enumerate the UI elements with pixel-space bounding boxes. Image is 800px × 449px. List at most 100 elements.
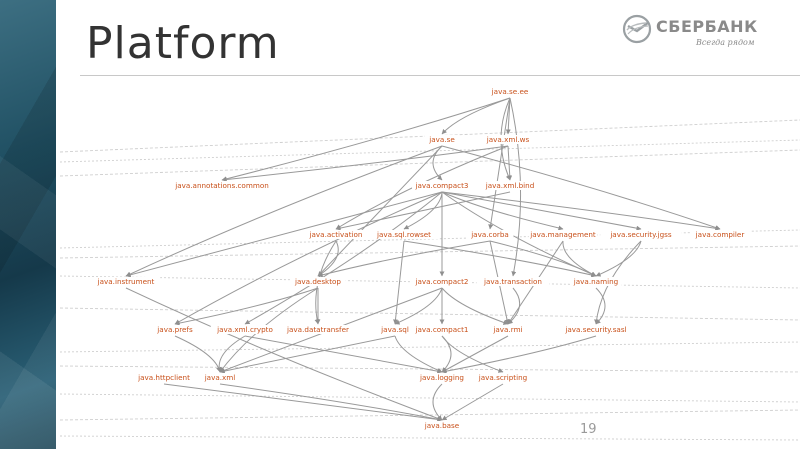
module-node-background <box>170 181 274 190</box>
module-node-background <box>528 230 598 239</box>
dependency-edge <box>219 335 396 374</box>
dependency-edge <box>125 145 443 277</box>
dependency-edge <box>441 191 564 231</box>
module-node-background <box>486 87 534 96</box>
dependency-edge <box>488 97 511 230</box>
module-node-java-xml: java.xml <box>204 373 236 382</box>
module-node-java-annotations-common: java.annotations.common <box>174 181 269 190</box>
dependency-edge <box>216 335 246 373</box>
module-node-java-compact1: java.compact1 <box>414 325 468 334</box>
module-node-java-corba: java.corba <box>470 230 509 239</box>
module-node-java-compact3: java.compact3 <box>414 181 468 190</box>
background-line <box>60 139 800 163</box>
module-node-background <box>412 277 472 286</box>
module-node-background <box>690 230 750 239</box>
module-node-background <box>91 277 161 286</box>
dependency-edge <box>221 145 509 183</box>
module-node-background <box>279 325 357 334</box>
background-line <box>60 149 800 177</box>
background-line <box>60 341 800 353</box>
module-node-background <box>420 421 464 430</box>
module-node-java-compiler: java.compiler <box>695 230 745 239</box>
module-node-background <box>375 325 415 334</box>
decorative-side-band <box>0 0 56 449</box>
module-node-background <box>555 325 637 334</box>
dependency-edge <box>441 335 509 373</box>
dependency-edge <box>441 287 509 325</box>
dependency-edge <box>595 287 606 325</box>
module-node-java-security-jgss: java.security.jgss <box>609 230 672 239</box>
module-node-background <box>369 230 439 239</box>
module-node-java-scripting: java.scripting <box>478 373 528 382</box>
dependency-edge <box>163 383 443 422</box>
module-node-java-se: java.se <box>428 135 455 144</box>
dependency-edge <box>562 240 597 277</box>
dependency-edge <box>507 287 521 325</box>
dependency-edge <box>595 240 642 277</box>
dependency-edge <box>125 287 443 421</box>
module-node-java-base: java.base <box>424 421 460 430</box>
dependency-edge <box>244 335 443 374</box>
module-node-background <box>480 181 540 190</box>
dependency-edge <box>317 145 443 277</box>
module-node-background <box>301 230 371 239</box>
background-line <box>60 365 800 373</box>
module-node-background <box>476 277 550 286</box>
module-node-java-xml-ws: java.xml.ws <box>486 135 530 144</box>
dependency-edge <box>394 287 443 325</box>
module-node-background <box>200 373 240 382</box>
dependency-edge <box>125 191 443 278</box>
dependency-edge <box>441 191 721 231</box>
module-node-java-rmi: java.rmi <box>492 325 522 334</box>
module-node-java-naming: java.naming <box>573 277 618 286</box>
module-node-background <box>470 373 536 382</box>
slide-title: Platform <box>86 18 280 69</box>
module-node-background <box>600 230 682 239</box>
dependency-edge <box>174 335 222 373</box>
logo-emblem-icon <box>622 14 652 44</box>
module-node-java-datatransfer: java.datatransfer <box>286 325 349 334</box>
dependency-edge <box>403 191 443 230</box>
module-node-java-sql-rowset: java.sql.rowset <box>376 230 431 239</box>
dependency-edge <box>441 335 597 374</box>
module-node-java-xml-bind: java.xml.bind <box>485 181 535 190</box>
module-node-java-activation: java.activation <box>309 230 363 239</box>
dependency-edge <box>317 240 491 278</box>
dependency-edge <box>441 383 504 421</box>
module-node-background <box>466 230 514 239</box>
module-node-background <box>290 277 346 286</box>
dependency-edge <box>244 191 443 325</box>
dependency-edge <box>441 191 642 231</box>
module-node-java-security-sasl: java.security.sasl <box>564 325 626 334</box>
module-node-java-desktop: java.desktop <box>294 277 341 286</box>
dependency-edges <box>125 97 721 422</box>
module-node-java-sql: java.sql <box>380 325 409 334</box>
module-node-background <box>412 325 472 334</box>
module-node-background <box>488 325 528 334</box>
module-node-background <box>412 181 472 190</box>
background-line <box>60 275 800 289</box>
module-node-background <box>424 135 460 144</box>
module-node-background <box>210 325 280 334</box>
module-node-java-logging: java.logging <box>419 373 464 382</box>
page-number: 19 <box>580 422 597 437</box>
module-node-java-httpclient: java.httpclient <box>137 373 190 382</box>
dependency-edge <box>221 97 511 182</box>
module-node-java-transaction: java.transaction <box>483 277 542 286</box>
logo-tagline: Всегда рядом <box>696 38 755 47</box>
module-node-background <box>414 373 470 382</box>
module-node-java-instrument: java.instrument <box>97 277 155 286</box>
title-divider <box>80 75 800 76</box>
dependency-edge <box>335 191 511 231</box>
module-node-java-xml-crypto: java.xml.crypto <box>216 325 273 334</box>
dependency-edge <box>394 335 443 373</box>
module-node-background <box>482 135 534 144</box>
dependency-edge <box>403 240 597 278</box>
module-node-java-management: java.management <box>529 230 596 239</box>
dependency-edge <box>507 145 513 181</box>
module-node-background <box>151 325 199 334</box>
background-line <box>60 307 800 321</box>
